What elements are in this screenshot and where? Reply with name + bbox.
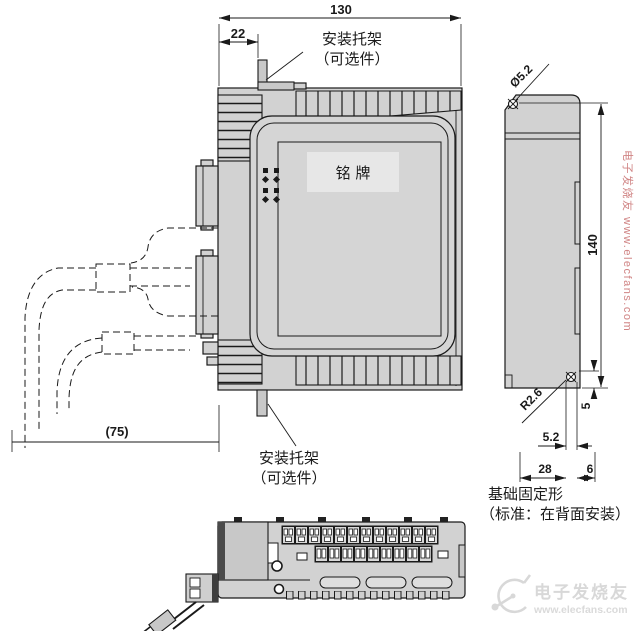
dimension-5-2: 5.2	[538, 382, 592, 450]
dimension-140: 140	[519, 102, 608, 389]
svg-text:Ø5.2: Ø5.2	[507, 62, 536, 91]
svg-text:基础固定形: 基础固定形	[488, 485, 563, 503]
nameplate-label: 铭 牌	[336, 164, 371, 182]
bottom-view	[143, 517, 466, 631]
mounting-bracket-top	[257, 59, 295, 91]
side-connector-lower	[195, 249, 219, 339]
svg-text:22: 22	[231, 26, 245, 41]
side-connector-upper	[195, 159, 219, 231]
dimension-6: 6	[577, 462, 595, 482]
watermark-url-text: www.elecfans.com	[533, 604, 628, 616]
svg-text:（可选件）: （可选件）	[251, 469, 326, 487]
watermark-side-text: 电子发烧友 www.elecfans.com	[621, 150, 634, 332]
watermark-logo: 电子发烧友 www.elecfans.com	[491, 574, 629, 616]
dimension-5: 5	[579, 360, 599, 409]
label-bracket-top: 安装托架 （可选件）	[265, 30, 390, 81]
mounting-bracket-bottom	[256, 389, 268, 417]
dimension-130: 130	[218, 2, 462, 86]
svg-text:6: 6	[587, 462, 594, 476]
terminal-row-lower	[314, 545, 433, 563]
nameplate-area	[307, 152, 399, 192]
bottom-vent-fins	[295, 355, 462, 386]
svg-text:130: 130	[330, 2, 352, 17]
panel-inner-frame	[277, 141, 442, 337]
elecfans-logo-icon	[491, 574, 532, 614]
terminal-row-upper	[281, 525, 439, 545]
mounting-notch-bottom	[565, 371, 577, 383]
svg-text:28: 28	[538, 462, 552, 476]
bottom-connector-cable	[143, 573, 219, 631]
front-panel	[249, 115, 456, 357]
front-view: 铭 牌	[195, 59, 463, 417]
svg-text:R2.6: R2.6	[517, 385, 545, 413]
dimension-hole-dia: Ø5.2	[507, 62, 550, 101]
cable-clearance-dashed-lines	[24, 227, 218, 448]
svg-text:（标准：在背面安装）: （标准：在背面安装）	[480, 505, 630, 523]
svg-text:（可选件）: （可选件）	[314, 50, 389, 68]
svg-text:(75): (75)	[105, 424, 128, 439]
vent-dots	[261, 168, 281, 204]
top-edge-notches	[234, 517, 448, 522]
dimension-28: 28	[519, 452, 596, 482]
svg-text:安装托架: 安装托架	[322, 30, 382, 48]
svg-text:5: 5	[579, 402, 593, 409]
watermark-brand-text: 电子发烧友	[534, 582, 629, 603]
mounting-hole-top	[507, 98, 519, 110]
dimension-75: (75)	[11, 405, 220, 452]
din-rail-teeth	[284, 591, 452, 600]
label-bracket-bottom: 安装托架 （可选件）	[251, 403, 327, 487]
svg-text:140: 140	[585, 234, 600, 256]
svg-text:5.2: 5.2	[543, 430, 560, 444]
svg-text:安装托架: 安装托架	[259, 449, 319, 467]
label-base-mounting-note: 基础固定形 （标准：在背面安装）	[480, 485, 630, 523]
side-view	[504, 94, 581, 389]
dimension-22: 22	[219, 26, 259, 58]
